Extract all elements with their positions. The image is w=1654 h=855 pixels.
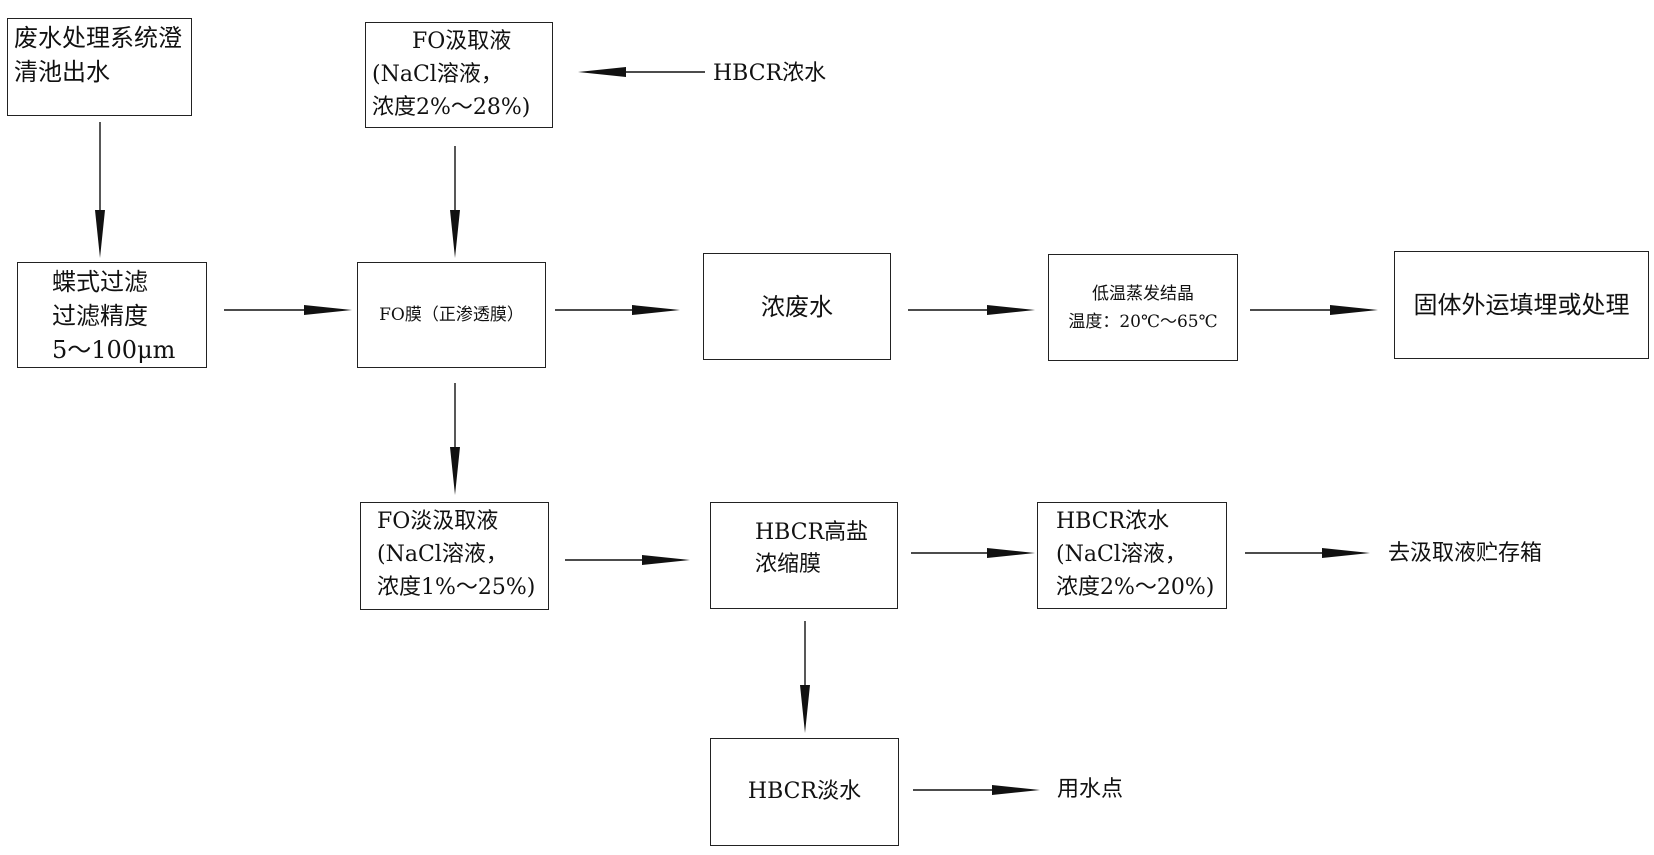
- evaporation-title: 低温蒸发结晶: [1092, 283, 1194, 304]
- fo-dilute-title: FO淡汲取液: [377, 509, 499, 534]
- source-water-box: 废水处理系统澄 清池出水: [7, 18, 192, 116]
- source-line-1: 废水处理系统澄: [14, 24, 182, 52]
- arrow-fresh-to-use-point: [913, 785, 1040, 795]
- evaporation-crystallization-box: 低温蒸发结晶 温度：20℃～65℃: [1048, 254, 1238, 361]
- hbcr-concentrate-title: HBCR浓水: [1056, 509, 1170, 534]
- fo-membrane-label: FO膜（正渗透膜）: [379, 305, 524, 325]
- fo-membrane-box: FO膜（正渗透膜）: [357, 262, 546, 368]
- hbcr-membrane-line-1: HBCR高盐: [755, 520, 869, 545]
- arrow-conc-waste-to-evap: [908, 305, 1035, 315]
- fo-dilute-draw-box: FO淡汲取液 (NaCl溶液， 浓度1%～25%): [360, 502, 549, 610]
- draw-tank-label: 去汲取液贮存箱: [1388, 541, 1543, 566]
- hbcr-concentrate-input-label: HBCR浓水: [713, 61, 827, 86]
- arrow-hbcr-conc-to-tank: [1245, 548, 1370, 558]
- butterfly-filter-box: 蝶式过滤 过滤精度 5～100μm: [17, 262, 207, 368]
- arrow-membrane-to-conc-waste: [555, 305, 680, 315]
- solid-disposal-label: 固体外运填埋或处理: [1413, 291, 1630, 319]
- arrow-source-to-filter: [95, 122, 105, 258]
- water-use-point-label: 用水点: [1057, 777, 1124, 802]
- arrow-evap-to-solid: [1250, 305, 1378, 315]
- butterfly-precision-label: 过滤精度: [52, 302, 148, 330]
- fo-draw-line-2: (NaCl溶液，: [372, 62, 503, 87]
- arrow-hbcr-conc-to-fo-draw: [578, 67, 705, 77]
- arrow-fo-dilute-to-hbcr: [565, 555, 690, 565]
- arrow-fo-draw-to-membrane: [450, 146, 460, 258]
- arrow-hbcr-to-fresh: [800, 621, 810, 733]
- source-line-2: 清池出水: [14, 58, 110, 86]
- fo-dilute-line-3: 浓度1%～25%): [377, 575, 536, 600]
- arrow-filter-to-membrane: [224, 305, 352, 315]
- solid-disposal-box: 固体外运填埋或处理: [1394, 251, 1649, 359]
- concentrated-wastewater-label: 浓废水: [761, 292, 833, 321]
- hbcr-high-salt-membrane-box: HBCR高盐 浓缩膜: [710, 502, 898, 609]
- hbcr-concentrate-box: HBCR浓水 (NaCl溶液， 浓度2%～20%): [1037, 502, 1227, 609]
- fo-draw-solution-box: FO汲取液 (NaCl溶液， 浓度2%～28%): [365, 22, 553, 128]
- hbcr-concentrate-line-2: (NaCl溶液，: [1056, 542, 1187, 567]
- hbcr-fresh-water-box: HBCR淡水: [710, 738, 899, 846]
- butterfly-precision-value: 5～100μm: [52, 336, 176, 364]
- hbcr-fresh-water-label: HBCR淡水: [747, 779, 862, 804]
- fo-dilute-line-2: (NaCl溶液，: [377, 542, 508, 567]
- evaporation-temperature: 温度：20℃～65℃: [1068, 311, 1218, 332]
- fo-draw-line-3: 浓度2%～28%): [372, 95, 531, 120]
- hbcr-membrane-line-2: 浓缩膜: [755, 552, 822, 577]
- butterfly-title: 蝶式过滤: [52, 268, 148, 296]
- arrow-hbcr-to-hbcr-conc: [911, 548, 1035, 558]
- concentrated-wastewater-box: 浓废水: [703, 253, 891, 360]
- arrow-membrane-to-fo-dilute: [450, 383, 460, 495]
- hbcr-concentrate-line-3: 浓度2%～20%): [1056, 575, 1215, 600]
- fo-draw-title: FO汲取液: [412, 29, 512, 54]
